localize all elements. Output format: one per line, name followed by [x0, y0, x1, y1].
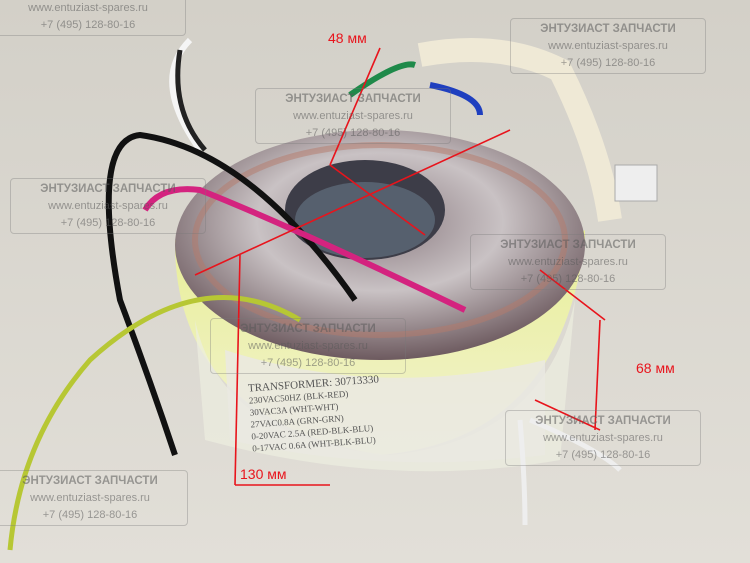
- measurement-lines: [194, 47, 606, 486]
- watermark-company: ЭНТУЗИАСТ ЗАПЧАСТИ: [40, 183, 176, 195]
- watermark-company: ЭНТУЗИАСТ ЗАПЧАСТИ: [285, 93, 421, 105]
- watermark-website: www.entuziast-spares.ru: [48, 200, 168, 212]
- watermark: ЭНТУЗИАСТ ЗАПЧАСТИ www.entuziast-spares.r…: [0, 470, 188, 526]
- watermark-phone: +7 (495) 128-80-16: [40, 19, 136, 31]
- watermark-website: www.entuziast-spares.ru: [543, 432, 663, 444]
- watermark-company: ЭНТУЗИАСТ ЗАПЧАСТИ: [535, 415, 671, 427]
- height-label: 68 мм: [636, 360, 675, 376]
- watermark-company: ЭНТУЗИАСТ ЗАПЧАСТИ: [240, 323, 376, 335]
- watermark-phone: +7 (495) 128-80-16: [260, 357, 356, 369]
- watermark: ЭНТУЗИАСТ ЗАПЧАСТИ www.entuziast-spares.r…: [10, 178, 206, 234]
- watermark-phone: +7 (495) 128-80-16: [520, 273, 616, 285]
- watermark-phone: +7 (495) 128-80-16: [305, 127, 401, 139]
- watermark-phone: +7 (495) 128-80-16: [555, 449, 651, 461]
- inner-diameter-label: 48 мм: [328, 30, 367, 46]
- watermark-phone: +7 (495) 128-80-16: [560, 57, 656, 69]
- watermark: ЭНТУЗИАСТ ЗАПЧАСТИ www.entuziast-spares.r…: [255, 88, 451, 144]
- watermark-company: ЭНТУЗИАСТ ЗАПЧАСТИ: [22, 475, 158, 487]
- watermark-website: www.entuziast-spares.ru: [28, 2, 148, 14]
- watermark-phone: +7 (495) 128-80-16: [42, 509, 138, 521]
- watermark-website: www.entuziast-spares.ru: [30, 492, 150, 504]
- watermark: ЭНТУЗИАСТ ЗАПЧАСТИ www.entuziast-spares.r…: [510, 18, 706, 74]
- outer-diameter-label: 130 мм: [240, 466, 287, 482]
- watermark-phone: +7 (495) 128-80-16: [60, 217, 156, 229]
- watermark-company: ЭНТУЗИАСТ ЗАПЧАСТИ: [540, 23, 676, 35]
- watermark-website: www.entuziast-spares.ru: [508, 256, 628, 268]
- watermark: ЭНТУЗИАСТ ЗАПЧАСТИ www.entuziast-spares.r…: [505, 410, 701, 466]
- watermark-company: ЭНТУЗИАСТ ЗАПЧАСТИ: [500, 239, 636, 251]
- watermark: ЭНТУЗИАСТ ЗАПЧАСТИwww.entuziast-spares.r…: [0, 0, 186, 36]
- watermark: ЭНТУЗИАСТ ЗАПЧАСТИ www.entuziast-spares.r…: [210, 318, 406, 374]
- watermark-website: www.entuziast-spares.ru: [248, 340, 368, 352]
- watermark-website: www.entuziast-spares.ru: [548, 40, 668, 52]
- watermark-website: www.entuziast-spares.ru: [293, 110, 413, 122]
- watermark: ЭНТУЗИАСТ ЗАПЧАСТИ www.entuziast-spares.r…: [470, 234, 666, 290]
- product-label: TRANSFORMER: 30713330 230VAC50HZ (BLK-RE…: [248, 374, 384, 455]
